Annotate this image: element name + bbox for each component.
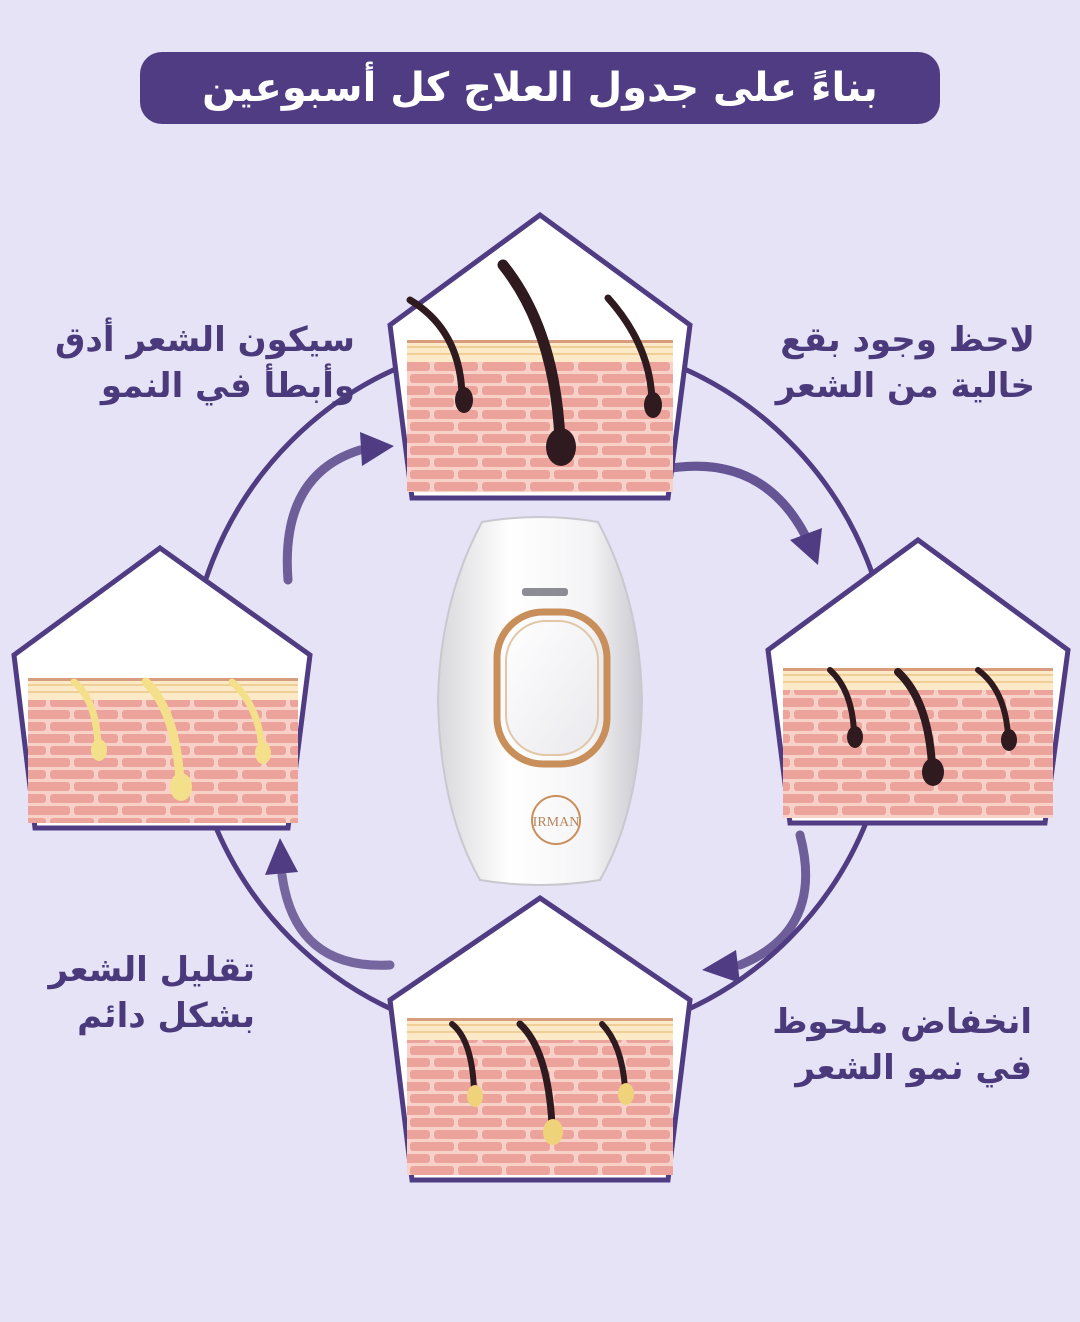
hair-bulb	[1001, 729, 1017, 751]
label-line: تقليل الشعر	[48, 950, 255, 990]
stage-label-top-right: لاحظ وجود بقع خالية من الشعر	[745, 318, 1035, 410]
hair-bulb	[170, 773, 192, 801]
hair-bulb	[543, 1119, 563, 1145]
label-line: انخفاض ملحوظ	[772, 1002, 1032, 1042]
hair-bulb	[922, 758, 944, 786]
hair-strand	[975, 667, 1011, 738]
hair-bulb	[467, 1085, 483, 1107]
hair-bulb	[618, 1083, 634, 1105]
hair-bulb	[546, 428, 576, 466]
stage-label-top-left: سيكون الشعر أدق وأبطأ في النمو	[30, 318, 355, 410]
stage-pentagon-bottom	[387, 894, 693, 1183]
hair-bulb	[255, 742, 271, 764]
hair-strand	[449, 1021, 477, 1093]
label-line: سيكون الشعر أدق	[55, 320, 355, 360]
label-line: وأبطأ في النمو	[100, 365, 355, 406]
hair-strand	[141, 677, 185, 785]
hair-bulb	[91, 739, 107, 761]
arrow-top-left	[282, 445, 365, 585]
arrow-head-bottom-left	[265, 838, 298, 875]
label-line: في نمو الشعر	[795, 1047, 1032, 1088]
hair-strand	[406, 296, 466, 399]
stage-label-bottom-left: تقليل الشعر بشكل دائم	[30, 948, 255, 1040]
hair-bulb	[847, 726, 863, 748]
hair-strand	[827, 667, 857, 735]
arrow-head-top-left	[360, 432, 394, 466]
label-line: بشكل دائم	[77, 995, 255, 1036]
brand-logo-ring	[531, 795, 581, 845]
arrow-top-right	[655, 461, 810, 540]
stage-pentagon-top	[387, 211, 693, 501]
arrow-bottom-left	[277, 870, 395, 970]
stage-label-bottom-right: انخفاض ملحوظ في نمو الشعر	[720, 1000, 1032, 1092]
hair-bulb	[644, 392, 662, 418]
stage-pentagon-left	[11, 544, 313, 831]
ipl-device-image: IRMAN	[436, 516, 644, 886]
hair-strand	[894, 668, 936, 769]
title-banner: بناءً على جدول العلاج كل أسبوعين	[140, 52, 940, 124]
label-line: خالية من الشعر	[775, 365, 1035, 406]
brand-logo: IRMAN	[533, 815, 580, 830]
label-line: لاحظ وجود بقع	[780, 320, 1035, 360]
hair-strand	[516, 1020, 556, 1129]
hair-strand	[70, 678, 102, 749]
hair-strand	[228, 678, 266, 752]
page-title: بناءً على جدول العلاج كل أسبوعين	[202, 65, 878, 111]
hair-strand	[599, 1021, 628, 1091]
hair-strand	[497, 259, 566, 446]
hair-bulb	[455, 387, 473, 413]
arrow-bottom-right	[735, 830, 811, 970]
hair-strand	[604, 294, 656, 404]
stage-pentagon-right	[765, 536, 1071, 826]
cycle-arrows	[265, 432, 822, 983]
arrow-head-bottom-right	[702, 950, 740, 983]
arrow-head-top-right	[790, 528, 822, 565]
